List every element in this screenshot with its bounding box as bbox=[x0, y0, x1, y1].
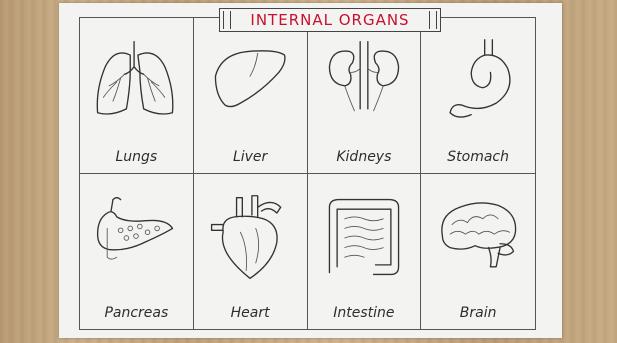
lungs-icon bbox=[88, 32, 184, 132]
organ-label: Kidneys bbox=[308, 149, 421, 165]
organ-cell-kidneys: Kidneys bbox=[308, 18, 422, 174]
page-title: INTERNAL ORGANS bbox=[250, 11, 409, 29]
brain-icon bbox=[429, 188, 525, 288]
organ-label: Stomach bbox=[421, 149, 535, 165]
organ-cell-heart: Heart bbox=[194, 174, 308, 330]
stomach-icon bbox=[429, 32, 525, 132]
organ-chart-frame: Lungs Liver Kidneys bbox=[79, 17, 536, 330]
organ-cell-stomach: Stomach bbox=[421, 18, 535, 174]
organ-label: Pancreas bbox=[80, 305, 193, 321]
kidneys-icon bbox=[316, 32, 412, 132]
organ-cell-brain: Brain bbox=[421, 174, 535, 330]
organ-cell-lungs: Lungs bbox=[80, 18, 194, 174]
organ-label: Heart bbox=[194, 305, 307, 321]
organ-grid: Lungs Liver Kidneys bbox=[80, 18, 535, 329]
organ-label: Intestine bbox=[308, 305, 421, 321]
organ-cell-liver: Liver bbox=[194, 18, 308, 174]
organ-label: Brain bbox=[421, 305, 535, 321]
liver-icon bbox=[202, 32, 298, 132]
intestine-icon bbox=[316, 188, 412, 288]
organ-cell-pancreas: Pancreas bbox=[80, 174, 194, 330]
title-banner: INTERNAL ORGANS bbox=[219, 8, 441, 32]
heart-icon bbox=[202, 188, 298, 288]
organ-label: Liver bbox=[194, 149, 307, 165]
organ-label: Lungs bbox=[80, 149, 193, 165]
organ-cell-intestine: Intestine bbox=[308, 174, 422, 330]
pancreas-icon bbox=[88, 188, 184, 288]
drawing-paper: Lungs Liver Kidneys bbox=[59, 3, 562, 338]
